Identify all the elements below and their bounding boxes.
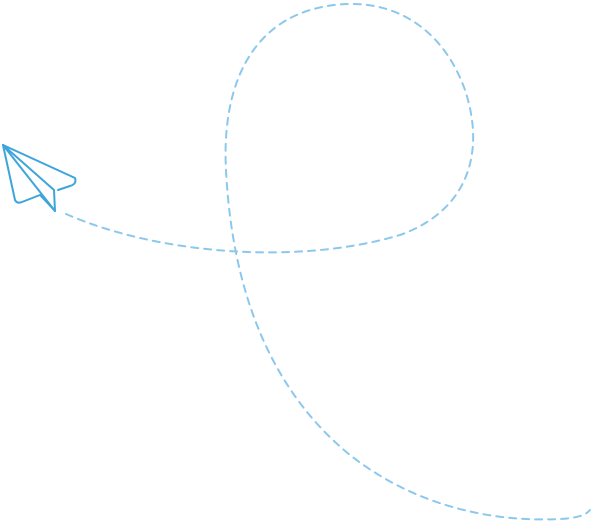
paper-plane-icon — [2, 144, 77, 212]
plane-body — [2, 144, 41, 204]
dashed-trail — [65, 2, 591, 521]
plane-wing — [2, 144, 77, 191]
plane-crease — [2, 144, 56, 212]
